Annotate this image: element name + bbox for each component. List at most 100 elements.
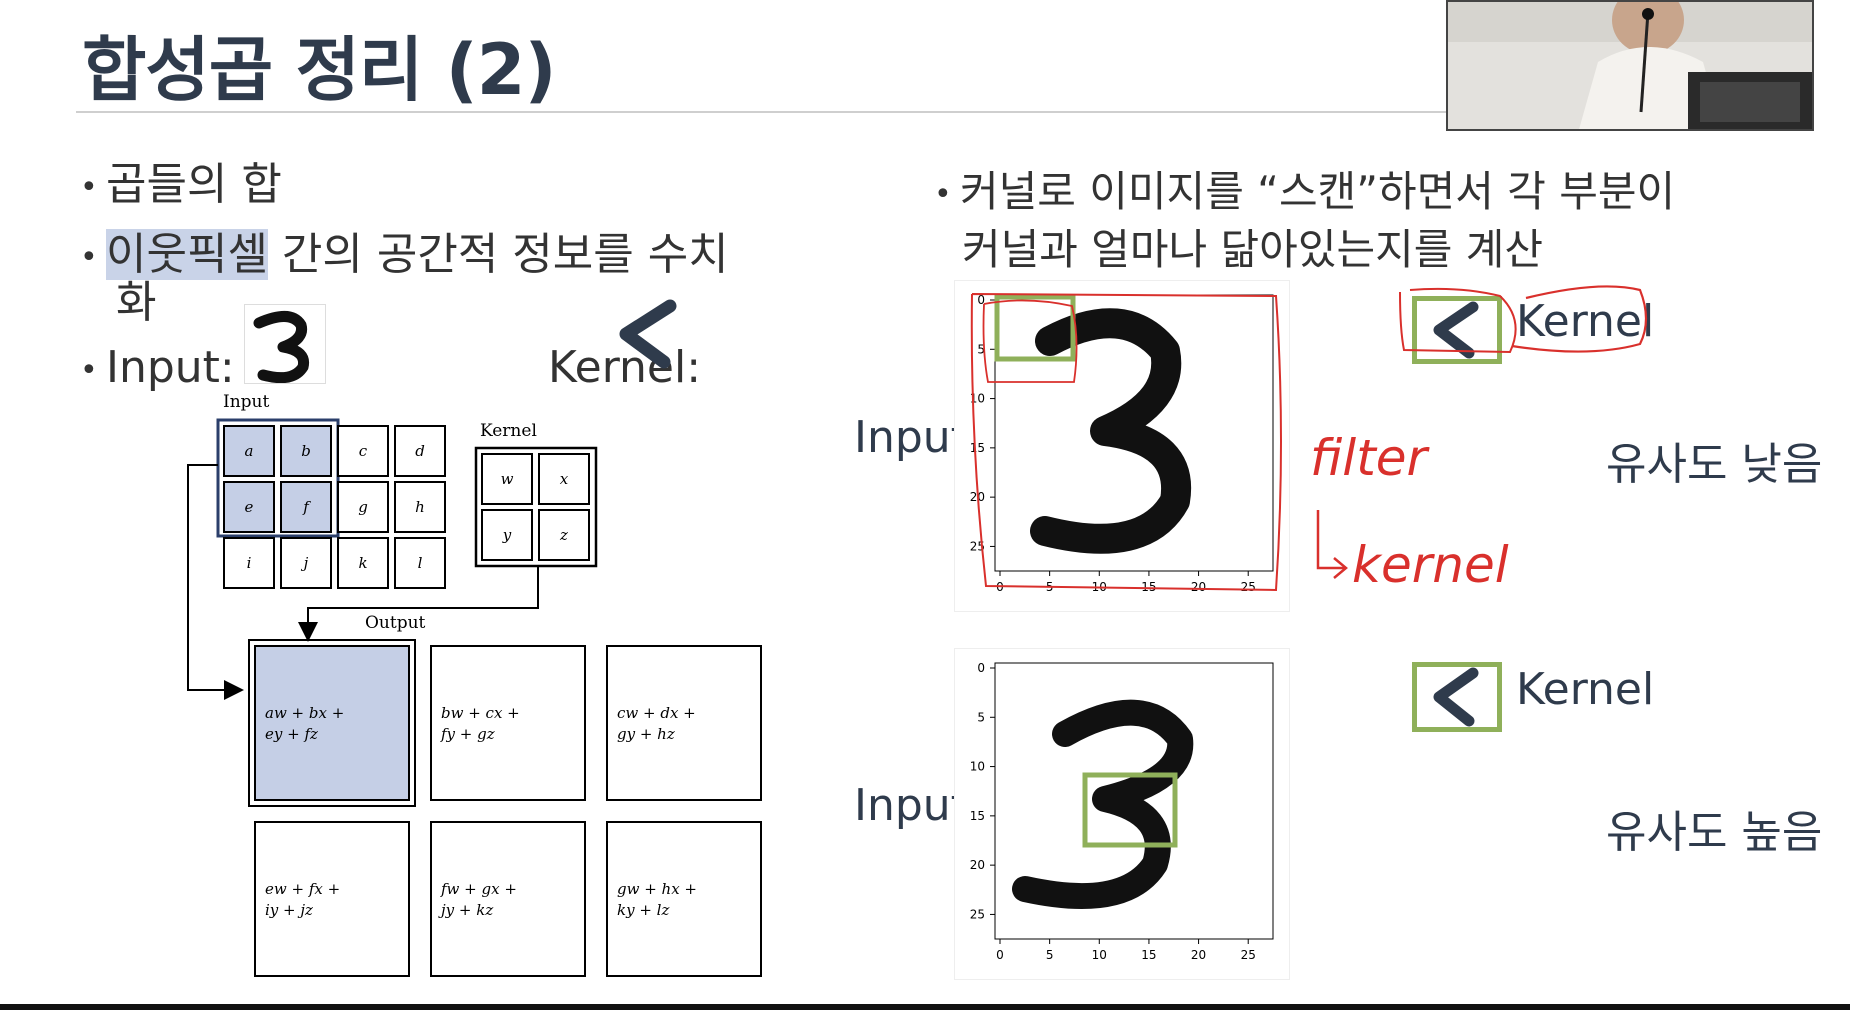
red-outline-annotation (970, 293, 1282, 592)
kernel-cell-label: w (501, 470, 514, 488)
output-cell-line1: fw + gx + (440, 880, 517, 898)
input-cell (280, 537, 332, 589)
input-cell (280, 425, 332, 477)
x-tick-label: 10 (1092, 948, 1107, 962)
input-cell (223, 537, 275, 589)
kernel-cell-label: y (502, 526, 512, 544)
example2-result: 유사도 높음 (1606, 807, 1823, 858)
example1-kernel-label: Kernel (1516, 296, 1655, 347)
input-cell-label: j (301, 554, 309, 572)
example1-input-label: Input (854, 412, 968, 463)
input-cell-label: g (358, 498, 368, 516)
kernel-cell-label: z (559, 526, 568, 544)
bullet-input: •Input: (80, 342, 235, 393)
kernel-to-output-arrow (298, 566, 539, 642)
kernel-chevron-icon (1433, 301, 1479, 359)
handwritten-annotation: filter kernel (1310, 285, 1648, 594)
bullet-neighbor-pixels: •이웃픽셀 간의 공간적 정보를 수치 (80, 229, 729, 280)
bullet-text: 간의 공간적 정보를 수치 (267, 229, 729, 280)
input-label: Input: (106, 342, 235, 393)
bullet-text: 커널로 이미지를 “스캔”하면서 각 부분이 (960, 167, 1676, 216)
input-cell-label: c (359, 442, 368, 460)
digit-stroke (1030, 308, 1192, 554)
output-cell-line2: fy + gz (440, 725, 495, 743)
kernel-cell (481, 509, 533, 561)
kernel-label: Kernel: (548, 342, 702, 393)
diagram-input-title: Input (223, 392, 269, 412)
output-cell-line2: ey + fz (265, 725, 318, 743)
y-tick-label: 25 (970, 907, 985, 921)
example1-kernel-box (1412, 296, 1502, 364)
output-cell (430, 821, 586, 977)
scan-window (1082, 772, 1178, 848)
x-tick-label: 20 (1191, 580, 1206, 594)
y-tick-label: 20 (970, 858, 985, 872)
bullet-sum-of-products: •곱들의 합 (80, 159, 282, 210)
output-cell (254, 821, 410, 977)
output-cell-outer (248, 639, 416, 807)
input-cell (394, 481, 446, 533)
input-to-output-arrow (187, 464, 244, 700)
input-cell (223, 481, 275, 533)
kernel-chevron-icon (1433, 667, 1479, 727)
input-cell (280, 481, 332, 533)
diagram-output-title: Output (365, 613, 426, 633)
bullet-neighbor-pixels-cont: 화 (116, 266, 156, 330)
output-cell-line1: gw + hx + (617, 880, 697, 898)
y-tick-label: 0 (977, 293, 985, 307)
bullet-text: 화 (116, 277, 157, 328)
input-cell-label: k (358, 554, 367, 572)
input-cell (337, 425, 389, 477)
y-tick-label: 10 (970, 760, 985, 774)
input-cell (337, 537, 389, 589)
bottom-bar (0, 1004, 1850, 1010)
annotation-filter: filter (1310, 429, 1431, 487)
y-tick-label: 5 (977, 710, 985, 724)
x-tick-label: 15 (1141, 948, 1156, 962)
input-cell-label: h (415, 498, 425, 516)
diagram-kernel-title: Kernel (480, 421, 537, 441)
presenter-video-icon (1448, 2, 1812, 129)
title-divider (76, 111, 1448, 113)
output-cell-line2: gy + hz (617, 725, 675, 743)
y-tick-label: 5 (977, 342, 985, 356)
annotation-kernel: kernel (1352, 536, 1509, 594)
output-cell (254, 645, 410, 801)
output-cell (430, 645, 586, 801)
input-cell-label: e (245, 498, 254, 516)
y-tick-label: 15 (970, 441, 985, 455)
bullet-text: 곱들의 합 (106, 159, 282, 210)
digit-stroke (1012, 699, 1194, 910)
bullet-scan-description-cont: 커널과 얼마나 닮아있는지를 계산 (962, 216, 1543, 277)
bullet-scan-description: •커널로 이미지를 “스캔”하면서 각 부분이 (934, 167, 1676, 216)
output-cell-line1: ew + fx + (265, 880, 340, 898)
input-cell-label: b (301, 442, 311, 460)
bullet-text: 커널과 얼마나 닮아있는지를 계산 (962, 225, 1544, 274)
input-cell-label: l (418, 554, 423, 572)
kernel-frame (474, 446, 598, 568)
output-cell-line2: ky + lz (617, 901, 669, 919)
input-receptive-field (216, 418, 340, 538)
input-cell (394, 537, 446, 589)
input-cell-label: a (245, 442, 254, 460)
example2-kernel-label: Kernel (1516, 664, 1655, 715)
x-tick-label: 5 (1046, 948, 1054, 962)
y-tick-label: 0 (977, 661, 985, 675)
input-cell (337, 481, 389, 533)
input-cell-label: d (415, 442, 425, 460)
input-thumbnail (244, 304, 326, 384)
output-cell (606, 645, 762, 801)
x-tick-label: 25 (1241, 948, 1256, 962)
x-tick-label: 0 (996, 948, 1004, 962)
output-cell-line2: jy + kz (438, 901, 493, 919)
kernel-chevron-icon (619, 299, 677, 369)
input-cell (223, 425, 275, 477)
input-cell (394, 425, 446, 477)
y-tick-label: 15 (970, 809, 985, 823)
